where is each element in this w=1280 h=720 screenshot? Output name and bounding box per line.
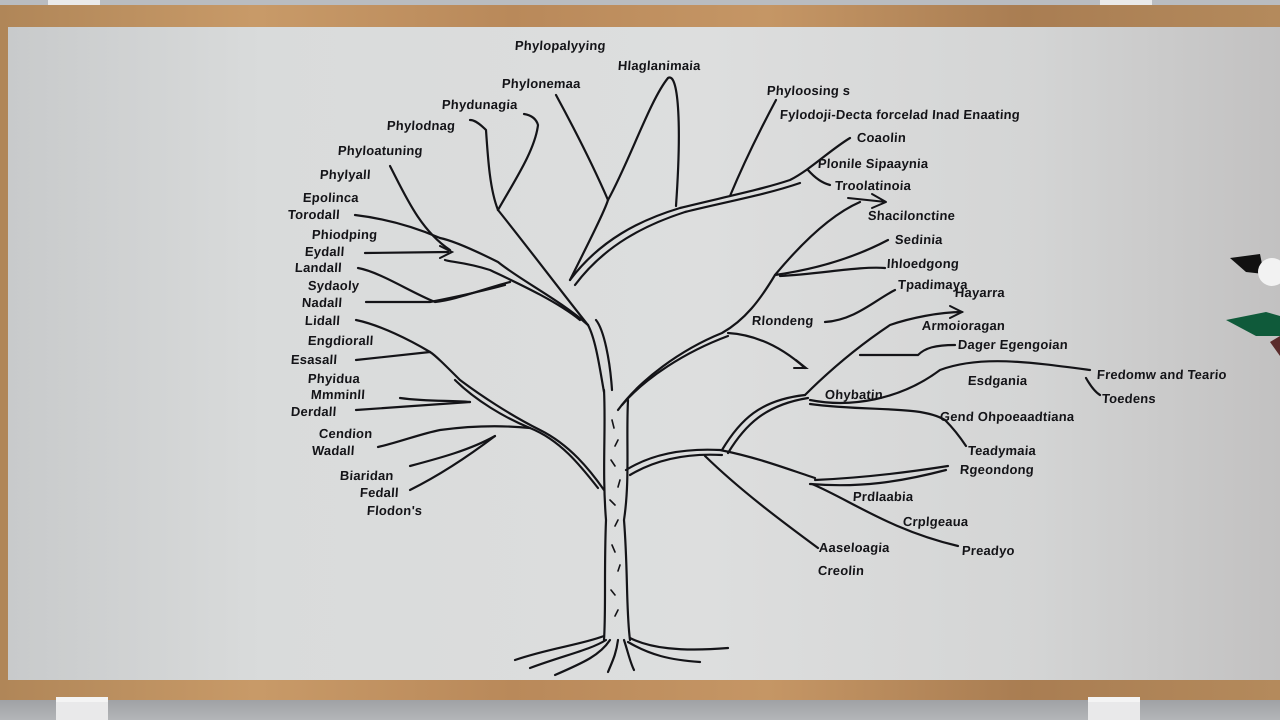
markers <box>1226 254 1280 356</box>
label-right-23: Aaseloagia <box>818 540 891 555</box>
label-right-15: Esdgania <box>967 373 1028 388</box>
label-right-17: Toedens <box>1101 391 1157 406</box>
label-right-7: Sedinia <box>894 232 944 247</box>
label-left-17: Biaridan <box>339 468 395 483</box>
tree-roots <box>513 634 730 677</box>
label-left-18: Fedall <box>359 485 400 500</box>
label-top-3: Phylonemaa <box>501 76 582 91</box>
tree-branches-lower-left <box>354 318 606 492</box>
label-left-13: Mmminll <box>310 387 366 402</box>
label-left-6: Landall <box>294 260 343 275</box>
label-right-2: Fylodoji-Decta forcelad Inad Enaating <box>779 107 1021 122</box>
label-left-7: Sydaoly <box>307 278 360 293</box>
label-left-5: Eydall <box>304 244 346 259</box>
label-right-12: Armoioragan <box>921 318 1006 333</box>
label-right-16: Ohybatin <box>824 387 884 402</box>
label-right-22: Crplgeaua <box>902 514 969 529</box>
label-right-20: Rgeondong <box>959 462 1035 477</box>
label-right-8: Ihloedgong <box>886 256 960 271</box>
label-right-18: Gend Ohpoeaadtiana <box>939 409 1075 424</box>
label-right-25: Creolin <box>817 563 865 578</box>
label-right-5: Troolatinoia <box>834 178 912 193</box>
frame-bracket-top-left <box>48 0 100 7</box>
label-top-5: Phylodnag <box>386 118 456 133</box>
tree-branches-lower-right <box>624 305 1102 550</box>
label-right-4: Plonile Sipaaynia <box>817 156 929 171</box>
frame-bracket-top-right <box>1100 0 1152 7</box>
label-right-19: Teadymaia <box>967 443 1037 458</box>
wall-top <box>0 0 1280 8</box>
label-left-4: Phiodping <box>311 227 378 242</box>
label-left-8: Nadall <box>301 295 343 310</box>
label-right-14: Fredomw and Teario <box>1096 367 1228 382</box>
label-right-1: Phyloosing s <box>766 83 851 98</box>
label-left-9: Lidall <box>304 313 341 328</box>
label-top-4: Phydunagia <box>441 97 519 112</box>
label-top-2: Hlaglanimaia <box>617 58 702 73</box>
label-top-6: Phyloatuning <box>337 143 424 158</box>
label-left-14: Derdall <box>290 404 338 419</box>
label-left-15: Cendion <box>318 426 373 441</box>
label-left-3: Torodall <box>287 207 341 222</box>
label-top-1: Phylopalyying <box>514 38 607 53</box>
label-right-10: Hayarra <box>954 285 1006 300</box>
label-right-21: Prdlaabia <box>852 489 914 504</box>
label-left-2: Epolinca <box>302 190 360 205</box>
label-left-11: Esasall <box>290 352 338 367</box>
frame-bracket-bottom-right <box>1088 697 1140 720</box>
frame-bracket-bottom-left <box>56 697 108 720</box>
tree-trunk <box>602 388 632 642</box>
label-left-19: Flodon's <box>366 503 423 518</box>
label-right-6: Shacilonctine <box>867 208 956 223</box>
label-right-24: Preadyo <box>961 543 1016 558</box>
wall-bottom <box>0 700 1280 720</box>
label-right-3: Coaolin <box>856 130 907 145</box>
label-left-16: Wadall <box>311 443 356 458</box>
whiteboard-surface <box>8 27 1280 680</box>
green-marker-icon <box>1226 312 1280 356</box>
label-left-1: Phylyall <box>319 167 372 182</box>
label-left-12: Phyidua <box>307 371 361 386</box>
tree-branches-upper <box>353 76 897 412</box>
label-right-11: Rlondeng <box>751 313 815 328</box>
black-marker-icon <box>1230 254 1280 286</box>
label-left-10: Engdiorall <box>307 333 375 348</box>
label-right-13: Dager Egengoian <box>957 337 1069 352</box>
